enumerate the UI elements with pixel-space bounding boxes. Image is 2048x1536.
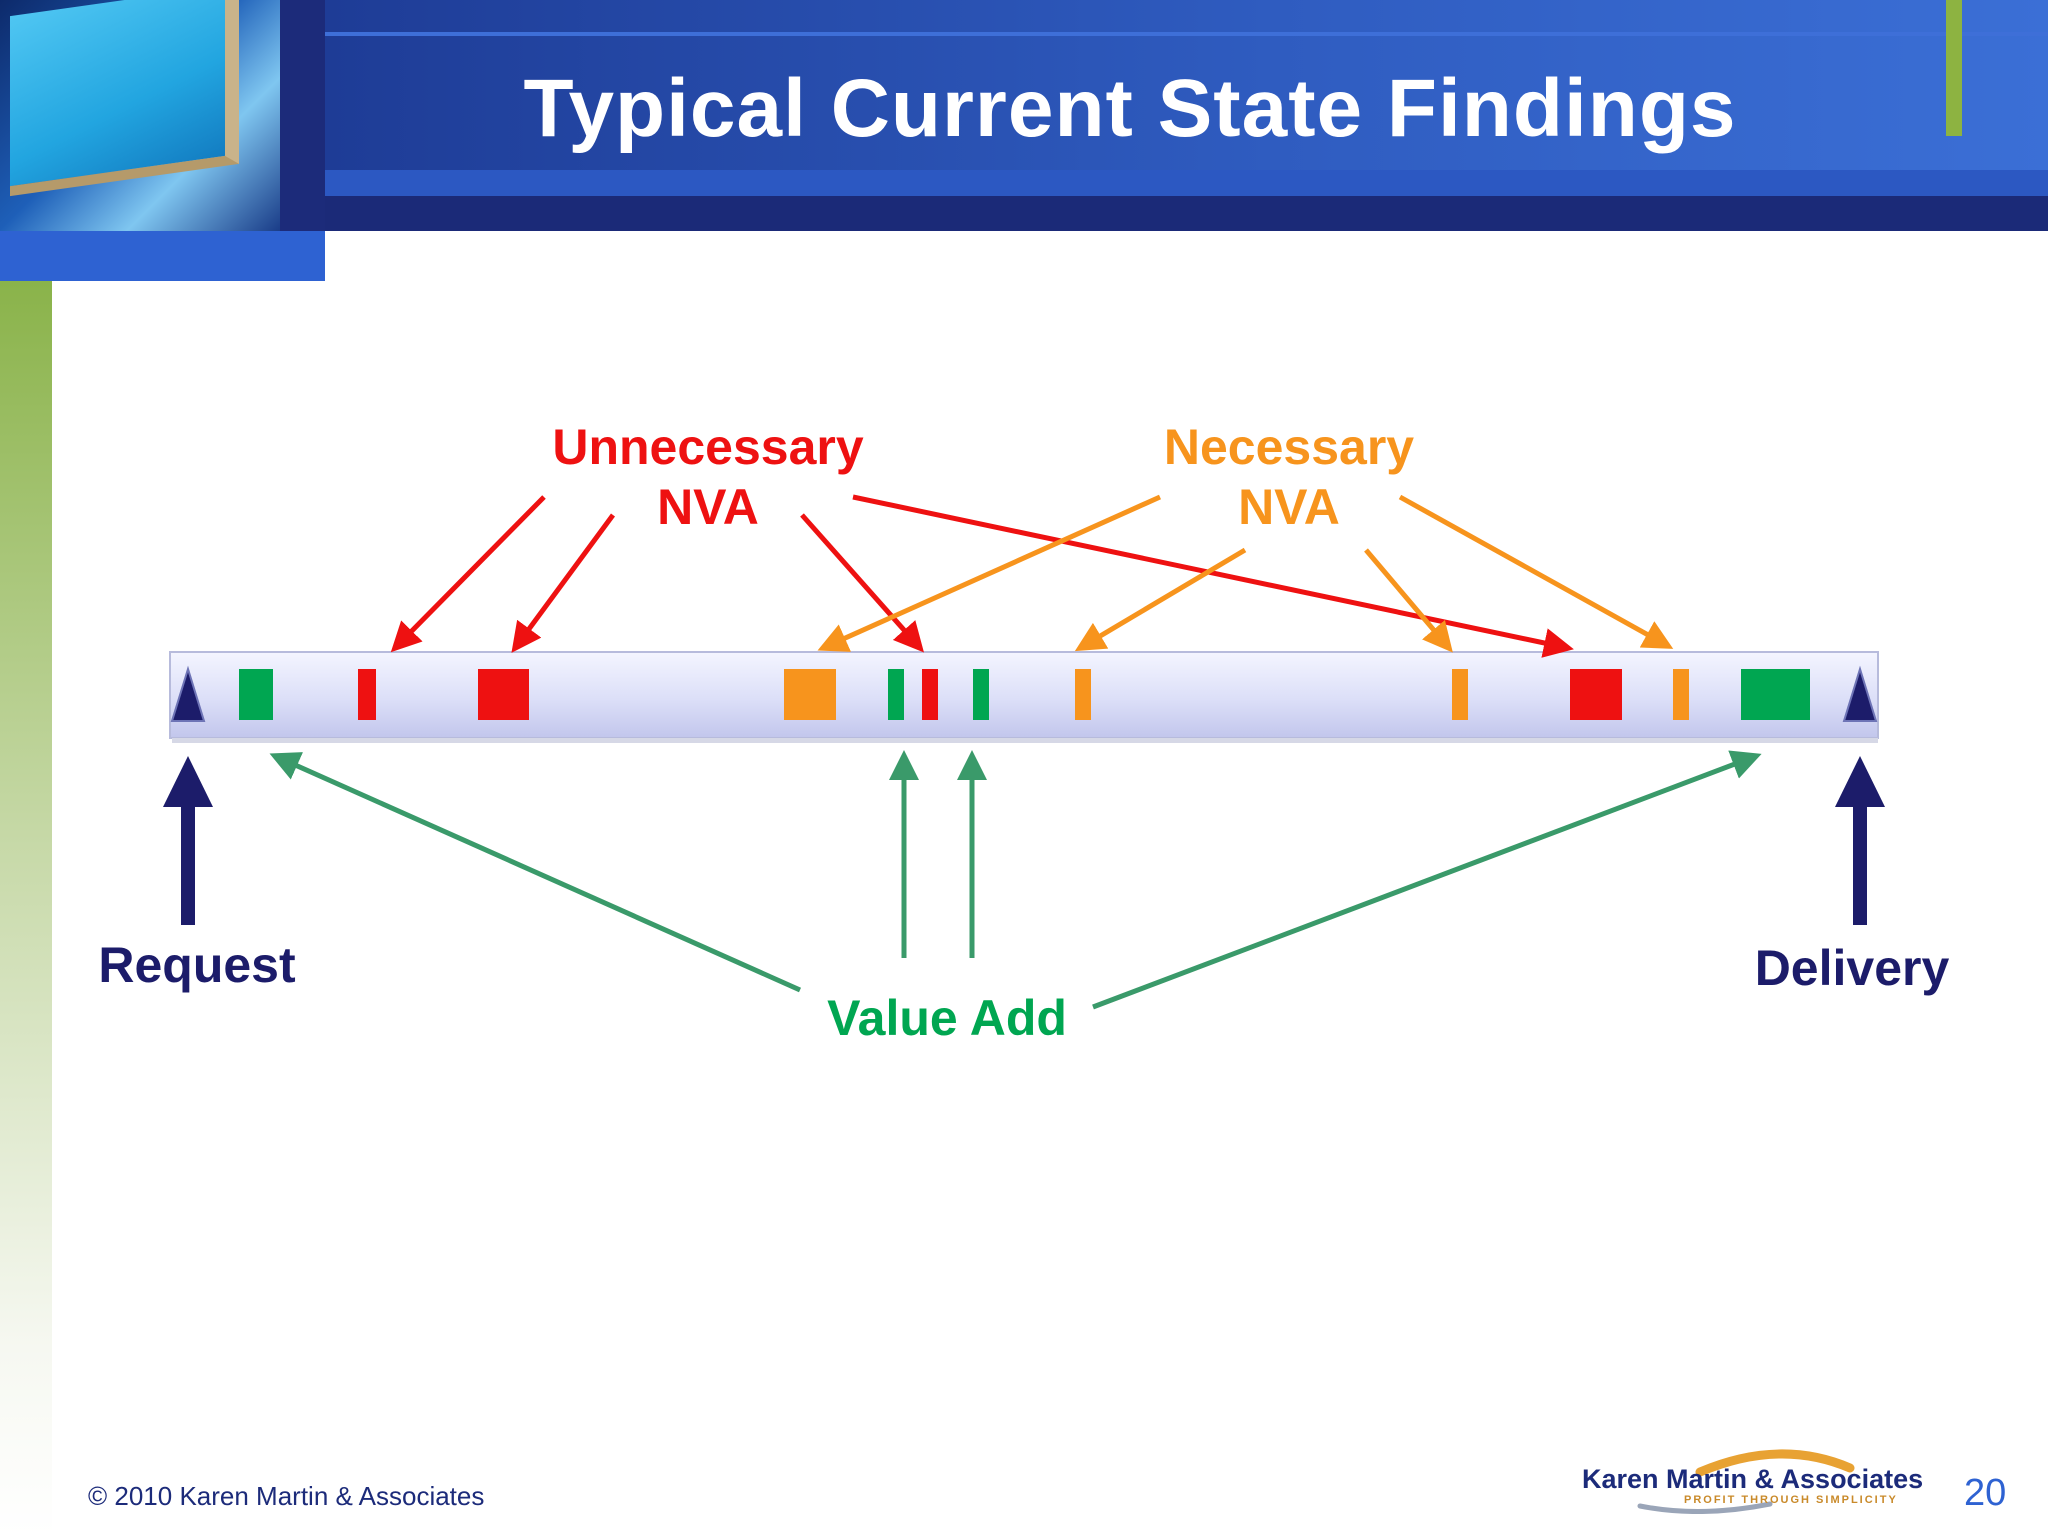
- delivery-arrow-head: [1835, 756, 1885, 807]
- necessary-arrow: [1398, 494, 1674, 649]
- unnecessary-nva-block: [358, 669, 376, 720]
- delivery-arrow-shaft: [1853, 805, 1867, 925]
- header-stripe: [325, 32, 2048, 36]
- value-add-arrow: [1092, 750, 1762, 1010]
- necessary-nva-label-line1: Necessary: [1164, 419, 1414, 475]
- unnecessary-nva-block: [922, 669, 938, 720]
- value-add-block: [888, 669, 904, 720]
- unnecessary-nva-label-line2: NVA: [657, 479, 759, 535]
- request-arrow-head: [163, 756, 213, 807]
- unnecessary-nva-block: [1570, 669, 1622, 720]
- unnecessary-arrow: [511, 513, 616, 653]
- start-triangle-icon: [170, 665, 206, 722]
- unnecessary-nva-block: [478, 669, 529, 720]
- necessary-arrow: [817, 494, 1162, 652]
- unnecessary-arrow: [800, 513, 924, 653]
- necessary-arrow: [1074, 547, 1247, 652]
- header-stripe: [325, 170, 2048, 196]
- delivery-label: Delivery: [1755, 940, 1950, 996]
- slide-title: Typical Current State Findings: [523, 63, 1737, 154]
- value-add-block: [973, 669, 989, 720]
- necessary-nva-label-line2: NVA: [1238, 479, 1340, 535]
- request-arrow-shaft: [181, 805, 195, 925]
- necessary-nva-block: [1673, 669, 1689, 720]
- necessary-arrow: [1364, 548, 1453, 653]
- value-add-block: [1741, 669, 1810, 720]
- left-gradient-bar: [0, 281, 52, 1536]
- company-logo-tagline: PROFIT THROUGH SIMPLICITY: [1684, 1494, 1898, 1506]
- end-triangle-icon: [1842, 665, 1878, 722]
- necessary-nva-block: [784, 669, 836, 720]
- request-label: Request: [98, 937, 296, 993]
- green-accent-bar: [1946, 0, 1962, 136]
- header-corner-block: [0, 231, 325, 281]
- company-logo-name: Karen Martin & Associates: [1582, 1464, 1924, 1494]
- value-add-arrow: [269, 752, 802, 993]
- computer-monitor-image: [0, 0, 280, 231]
- logo-swoosh-icon: [1637, 1449, 1855, 1514]
- necessary-nva-block: [1075, 669, 1091, 720]
- copyright-text: © 2010 Karen Martin & Associates: [88, 1481, 485, 1511]
- timeline-shadow: [172, 738, 1878, 743]
- value-add-block: [239, 669, 273, 720]
- unnecessary-nva-label-line1: Unnecessary: [552, 419, 863, 475]
- value-add-label: Value Add: [827, 990, 1067, 1046]
- unnecessary-arrow: [390, 495, 546, 653]
- page-number: 20: [1964, 1472, 2007, 1514]
- necessary-nva-block: [1452, 669, 1468, 720]
- header-stripe: [325, 196, 2048, 231]
